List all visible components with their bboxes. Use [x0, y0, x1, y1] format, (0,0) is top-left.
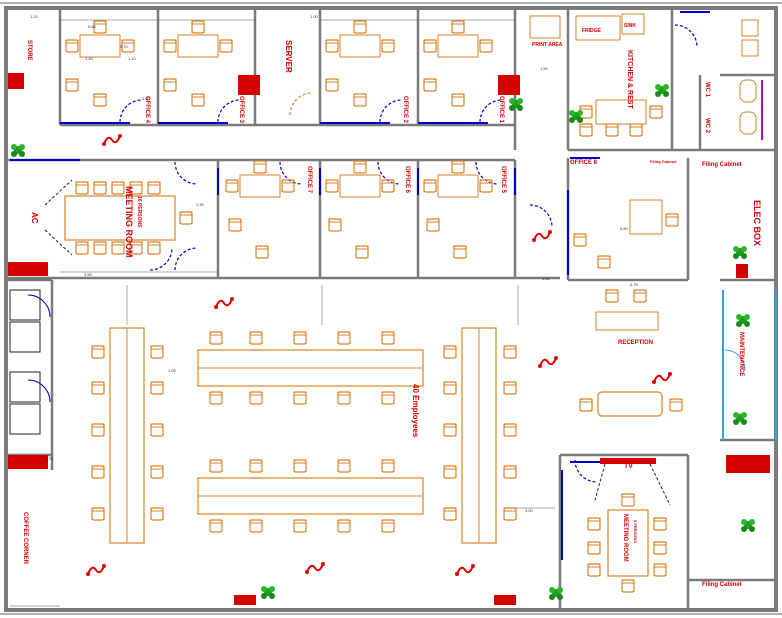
label-office-6: OFFICE 6 — [404, 166, 410, 194]
windows — [10, 11, 710, 560]
label-office-2: OFFICE 2 — [402, 96, 408, 124]
dim-label: 3.50 — [84, 272, 93, 277]
label-meeting-room: MEETING ROOM — [124, 186, 134, 258]
open-desks-center-top — [197, 331, 424, 405]
label-store: STORE — [26, 40, 32, 61]
label-office-4: OFFICE 4 — [144, 96, 150, 124]
label-tv: TV — [624, 463, 633, 470]
dim-label: 0.65 — [88, 24, 97, 29]
dim-label: 0.70 — [120, 44, 129, 49]
dimension-lines — [10, 19, 555, 607]
dimension-labels: 1.20 1.40 1.10 0.70 0.65 0.60 1.00 1.50 … — [30, 14, 639, 513]
label-sink: SINK — [624, 23, 636, 29]
reception-desk — [595, 289, 659, 331]
label-filing-cabinet: Filing Cabinet — [702, 162, 742, 168]
meeting-room-8 — [587, 458, 671, 593]
label-office-3: OFFICE 3 — [238, 96, 244, 124]
label-meeting-room-2: MEETING ROOM — [622, 514, 628, 562]
columns — [8, 73, 770, 605]
label-office-1: OFFICE 1 — [498, 96, 504, 124]
label-elec-box: ELEC BOX — [752, 200, 762, 246]
dim-label: 1.40 — [85, 56, 94, 61]
wc-rooms-right — [739, 19, 763, 140]
label-server: SERVER — [284, 40, 293, 73]
label-filing-cabinet-small: Filing Cabinet — [650, 159, 677, 164]
label-filing-cabinet-2: Filing Cabinet — [702, 582, 742, 588]
label-office-7: OFFICE 7 — [306, 166, 312, 194]
label-wc-1: WC 1 — [704, 82, 710, 98]
dim-label: 1.80 — [542, 276, 551, 281]
label-office-8: OFFICE 8 — [570, 160, 598, 166]
dim-label: 1.20 — [30, 14, 39, 19]
dim-label: 1.10 — [128, 56, 137, 61]
meeting-room-16 — [44, 179, 193, 256]
dim-label: 0.80 — [620, 226, 629, 231]
office-furniture-second — [226, 161, 492, 259]
office-furniture-top — [65, 21, 492, 107]
label-meeting-room-sub: 16 PERSONS — [136, 196, 142, 228]
dim-label: 3.00 — [525, 508, 534, 513]
dim-label: 0.60 — [142, 96, 151, 101]
office8-furniture — [573, 199, 679, 269]
room-labels: STORE SERVER OFFICE 4 OFFICE 3 OFFICE 2 … — [22, 23, 762, 588]
maintenance-glass — [722, 290, 777, 440]
label-kitchen: KITCHEN & REST — [626, 50, 633, 109]
label-reception: RECEPTION — [618, 340, 653, 346]
open-desks-right — [443, 327, 517, 544]
dim-label: 0.75 — [630, 282, 639, 287]
kitchen-area — [529, 13, 663, 137]
open-desks-center-bottom — [197, 459, 424, 533]
dim-label: 1.00 — [310, 14, 319, 19]
label-fridge: FRIDGE — [582, 28, 602, 34]
label-coffee-corner: COFFEE CORNER — [22, 512, 28, 565]
wc-stalls-left — [9, 289, 51, 435]
label-ac: AC — [30, 212, 39, 224]
label-employees: 40 Employees — [411, 384, 420, 438]
dim-label: 1.76 — [45, 456, 54, 461]
dim-label: 1.30 — [196, 202, 205, 207]
label-print-area: PRINT AREA — [532, 42, 563, 48]
label-wc-2: WC 2 — [704, 118, 710, 134]
dim-label: 1.50 — [540, 66, 549, 71]
open-desks-left — [91, 327, 164, 544]
sofa-area — [579, 391, 683, 417]
label-office-5: OFFICE 5 — [500, 166, 506, 194]
dim-label: 1.05 — [168, 368, 177, 373]
label-maintenance: MAINTENANCE — [738, 332, 744, 376]
door-swings — [119, 24, 698, 483]
label-meeting-room-2-sub: 8 PERSONS — [633, 520, 638, 543]
